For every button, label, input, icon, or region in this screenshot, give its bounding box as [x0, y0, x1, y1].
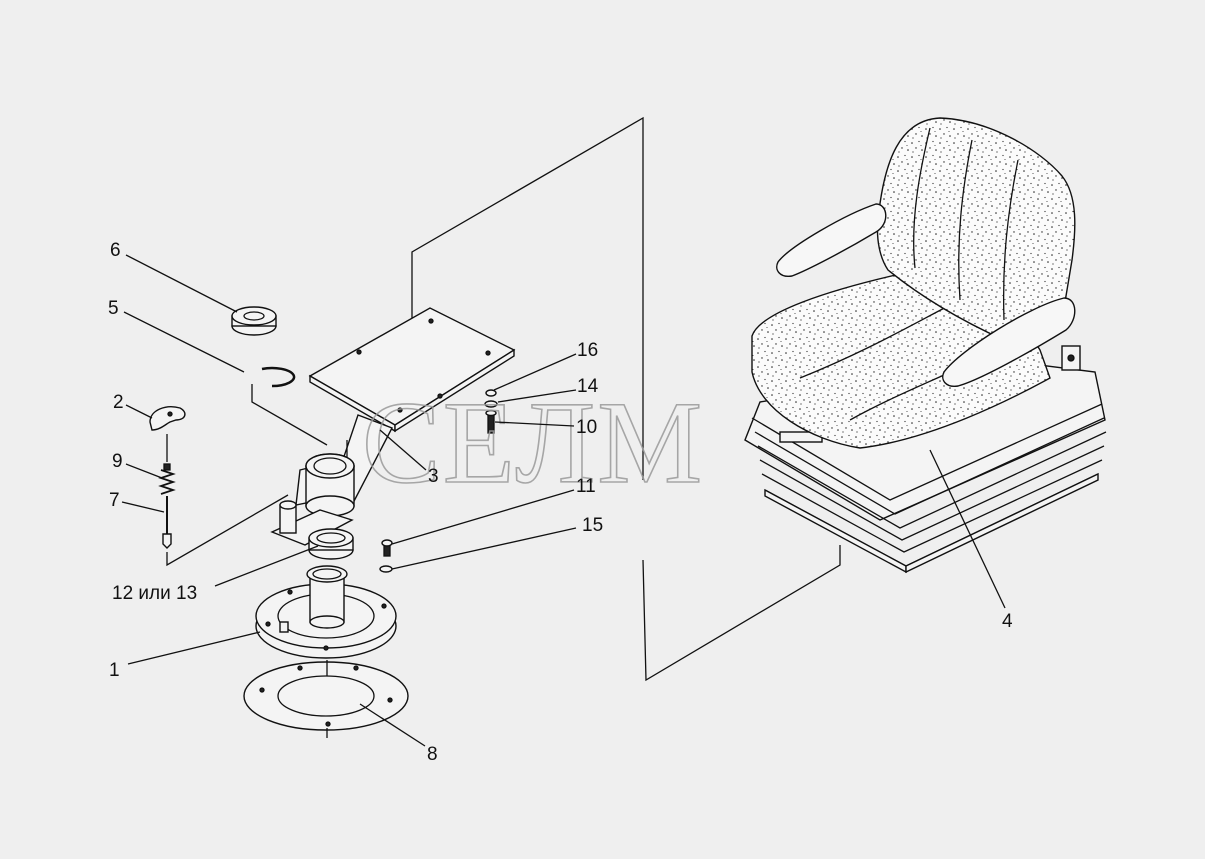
- watermark-text: СЕЛМ: [362, 377, 704, 508]
- gasket: [243, 661, 409, 731]
- handle-part: [149, 406, 186, 431]
- callout-15: 15: [582, 515, 603, 536]
- callout-6: 6: [110, 240, 121, 261]
- washer-bolt-stack: [484, 389, 498, 434]
- thrust-ring: [231, 306, 277, 336]
- screw-washer: [379, 539, 393, 573]
- bushing-part: [308, 528, 354, 560]
- seat-assembly: [744, 117, 1107, 574]
- callout-2: 2: [113, 392, 124, 413]
- callout-4: 4: [1002, 611, 1013, 632]
- callout-10: 10: [576, 417, 597, 438]
- leader-lines: [121, 254, 1006, 747]
- rod-part: [162, 496, 172, 549]
- retaining-ring: [261, 366, 296, 388]
- callout-11: 11: [576, 476, 596, 497]
- mounting-plane-frame: [411, 116, 841, 682]
- callout-12-or-13: 12 или 13: [112, 583, 197, 604]
- callout-7: 7: [109, 490, 120, 511]
- callout-3: 3: [428, 466, 439, 487]
- callout-1: 1: [109, 660, 120, 681]
- seat-plate-bracket: [270, 307, 516, 546]
- spring-part: [158, 434, 176, 495]
- callout-5: 5: [108, 298, 119, 319]
- base-flange: [255, 565, 397, 659]
- callout-16: 16: [577, 340, 598, 361]
- callout-8: 8: [427, 744, 438, 765]
- callout-9: 9: [112, 451, 123, 472]
- callout-14: 14: [577, 376, 599, 397]
